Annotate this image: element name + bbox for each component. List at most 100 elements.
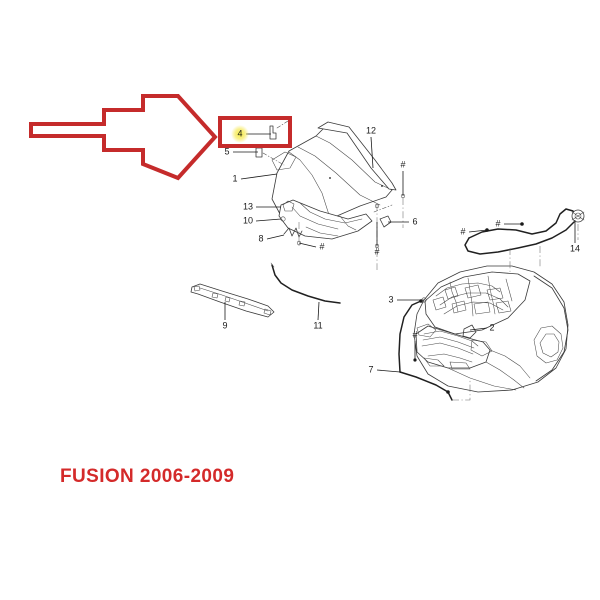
- hood-latch-2: [462, 324, 477, 339]
- front-fascia: [415, 325, 491, 369]
- bracket-9-slot-right: [263, 308, 272, 316]
- hood-crease-line-2: [297, 146, 381, 206]
- callout-label-2: 2: [489, 322, 494, 332]
- callout-leader: [298, 242, 317, 248]
- hash-marker-0: #: [400, 159, 405, 169]
- bracket-9-hole-2: [238, 300, 246, 307]
- hood-latch-bracket: [282, 200, 295, 212]
- engine-detail-6: [487, 275, 496, 315]
- engine-block-b: [464, 284, 482, 299]
- release-cable-upper: [468, 208, 577, 239]
- cable-7-node-bottom: [446, 390, 450, 394]
- release-handle-inner: [574, 212, 582, 220]
- bracket-9-hole-1: [211, 292, 219, 299]
- bracket-9-body: [190, 283, 275, 318]
- red-annotation-overlay: [29, 94, 292, 181]
- bracket-9-detail-1: [199, 287, 269, 312]
- hash-marker-3: #: [460, 226, 465, 236]
- callout-label-11: 11: [313, 320, 322, 330]
- hash-marker-1: #: [374, 246, 379, 256]
- engine-block-a: [444, 286, 459, 300]
- hood-release-handle-group: [464, 208, 585, 272]
- engine-detail-1: [435, 282, 501, 297]
- engine-detail-5: [467, 277, 474, 317]
- callout-label-5: 5: [224, 146, 229, 156]
- bumper-lower-left: [423, 357, 445, 367]
- hood-spring-clip-8: [283, 227, 303, 238]
- prop-rod-tip: [270, 262, 275, 268]
- callout-label-13: 13: [243, 201, 253, 211]
- engine-block-f: [432, 296, 447, 311]
- headlamp-right: [470, 339, 493, 357]
- hinge-mount-outline: [271, 151, 297, 171]
- callout-leader: [240, 173, 278, 180]
- hood-prop-rod-group: [270, 262, 341, 304]
- fastener-5-shape: [255, 147, 263, 158]
- headlamp-left: [416, 323, 437, 338]
- fastener-4-axis: [276, 120, 289, 129]
- cable-7-axis: [452, 380, 471, 401]
- body-side-panel-2: [485, 361, 525, 389]
- callout-label-7: 7: [368, 364, 373, 374]
- callout-label-1: 1: [232, 173, 237, 183]
- lower-grille: [427, 353, 473, 363]
- callout-leader: [376, 369, 401, 373]
- callout-leader: [317, 301, 320, 321]
- hood-crease-line-1: [288, 151, 331, 219]
- callout-label-14: 14: [570, 243, 580, 253]
- prop-rod-11: [271, 264, 341, 304]
- hood-inner-detail-1: [291, 206, 339, 230]
- hood-assembly-group: [255, 120, 406, 270]
- yellow-highlight-glow: [231, 125, 249, 143]
- handle-spokes: [571, 211, 585, 221]
- hood-surface-dot-1: [329, 177, 331, 179]
- engine-bay-opening: [424, 271, 531, 335]
- front-end-body-assembly: [413, 265, 569, 393]
- engine-detail-3: [443, 301, 504, 315]
- hood-release-cable-7-upper: [398, 300, 422, 373]
- release-cable-lower: [464, 221, 575, 255]
- callout-label-8: 8: [258, 233, 263, 243]
- callout-leader-lines: [224, 133, 576, 373]
- body-side-panel: [489, 349, 531, 379]
- hash-marker-4: #: [495, 218, 500, 228]
- grille-bar-1: [422, 336, 475, 349]
- hash-marker-5: #: [412, 329, 417, 339]
- hood-inner-detail-3: [305, 226, 339, 237]
- body-lower-edge: [447, 367, 517, 391]
- callout-label-12: 12: [366, 125, 376, 135]
- engine-block-c: [486, 287, 504, 301]
- engine-block-d: [451, 300, 467, 314]
- model-year-caption: FUSION 2006-2009: [60, 466, 235, 487]
- callout-leader: [468, 229, 488, 233]
- callout-label-10: 10: [243, 215, 253, 225]
- hood-inner-detail-2: [299, 202, 363, 224]
- engine-detail-7: [505, 278, 513, 302]
- hood-inner-detail-4: [339, 215, 357, 231]
- hood-surface-dot-2: [381, 185, 383, 187]
- hash-marker-labels: # # # # # #: [319, 159, 500, 339]
- fastener-4-shape: [269, 125, 277, 140]
- red-highlight-rectangle: [218, 116, 292, 148]
- hood-front-reinforcement-bar-group: [190, 283, 275, 318]
- bracket-9-slot-left: [193, 285, 201, 292]
- wheel-arch: [533, 325, 564, 364]
- callout-leader: [255, 218, 282, 222]
- hash-marker-2: #: [319, 241, 324, 251]
- bracket-9-hole-3: [224, 296, 231, 303]
- right-fender: [533, 275, 569, 382]
- engine-block-g: [495, 300, 512, 314]
- callout-label-3: 3: [388, 294, 393, 304]
- callout-leader: [469, 327, 488, 331]
- hood-inner-reinforcement: [278, 199, 373, 240]
- callout-label-6: 6: [412, 216, 417, 226]
- grille-bar-2: [421, 342, 474, 355]
- engine-block-e: [473, 301, 491, 315]
- callout-label-4: 4: [237, 128, 242, 138]
- callout-label-9: 9: [222, 320, 227, 330]
- bumper-6-axis: [373, 204, 393, 213]
- wheel-arch-inner: [539, 333, 560, 358]
